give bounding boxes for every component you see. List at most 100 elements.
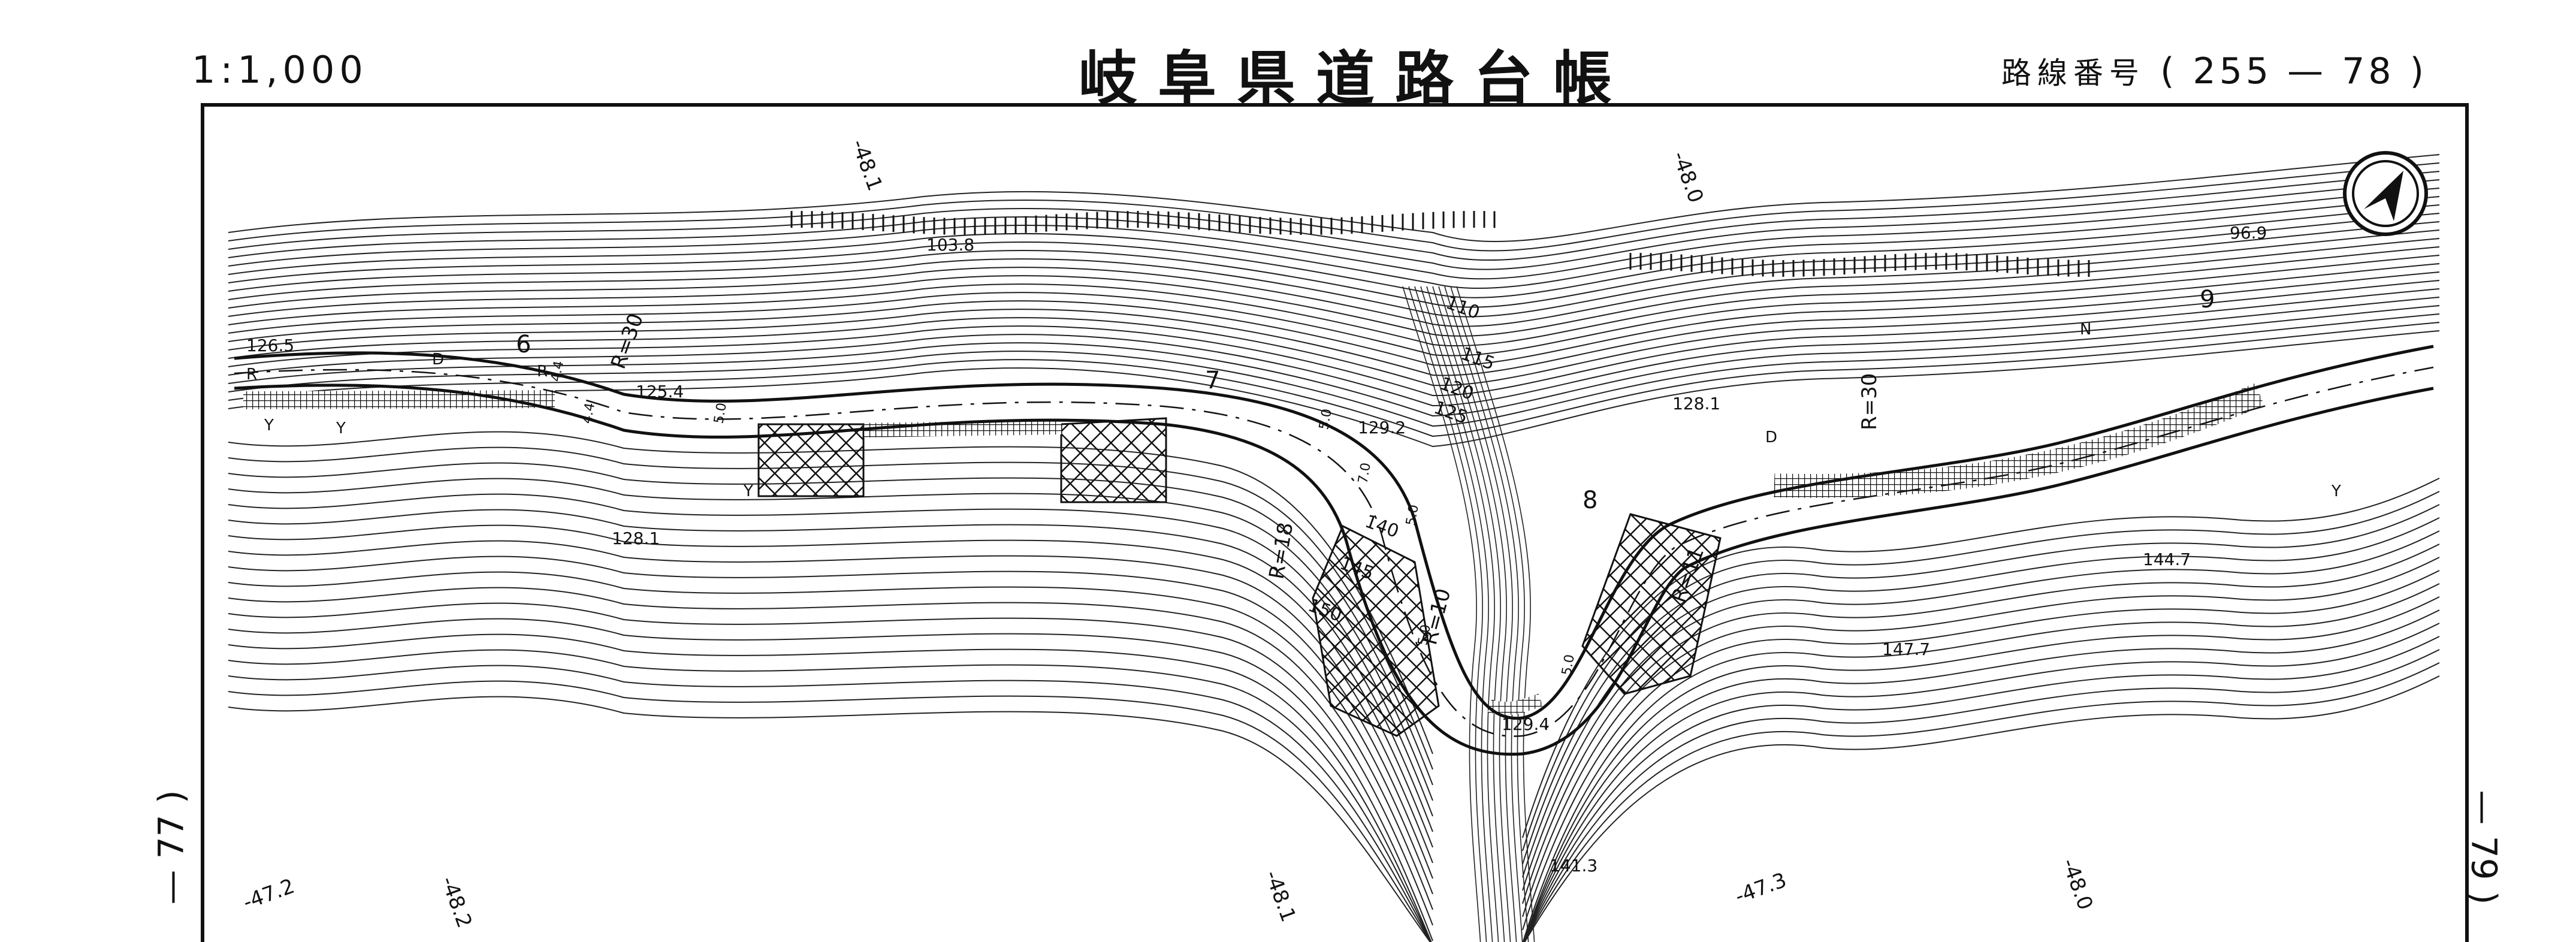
map-scale: 1:1,000 [192,48,368,92]
contour-line [228,555,1433,879]
map-frame: 6 7 8 9 -48.1 -48.0 -47.2 -48.2 -48.1 -47.3 -48.0 1… [201,103,2469,942]
width-label: 5.0 [1403,503,1422,527]
station-label: 8 [1583,487,1597,514]
contour-line [228,280,2440,387]
contour-line [1450,286,1529,942]
contour-line [1408,286,1487,942]
curve-radius-label: R=30 [1858,373,1882,430]
width-label: 4.4 [579,401,598,425]
route-number-block: 路線番号 ( 255 — 78 ) [2001,49,2427,92]
route-number-label: 路線番号 [2001,56,2145,90]
contour-line [228,188,2440,280]
elevation-label: 144.7 [2143,550,2191,569]
contour-line [228,271,2440,376]
station-label: 6 [516,331,531,358]
map-symbol-label: N [2080,321,2091,339]
contour-line [228,305,2440,417]
grid-coordinate-label: -48.2 [436,873,477,931]
adjacent-sheet-left: — 77 ) [150,790,192,905]
contour-line [228,297,2440,407]
grid-coordinate-label: -48.0 [1668,148,1708,206]
structure-hatched-areas [757,417,1722,737]
map-symbol-label: Y [2331,482,2341,500]
map-symbol-label: Y [336,419,346,437]
width-label: 5.0 [711,401,730,425]
contour-line [228,179,2440,270]
width-label: 4.4 [548,360,567,383]
station-label: 9 [2200,286,2215,313]
width-label: 5.0 [1559,653,1578,677]
map-symbol-label: R [246,366,257,384]
contour-line [228,230,2440,327]
contour-line [228,649,1432,942]
width-label: 5.0 [1415,623,1434,647]
map-annotations: 6 7 8 9 -48.1 -48.0 -47.2 -48.2 -48.1 -47.3 -48.0 1… [240,136,2341,931]
retaining-walls [243,383,2264,715]
contour-line [228,587,1433,910]
station-label: 7 [1205,367,1220,394]
elevation-label: 147.7 [1882,639,1930,659]
contour-line [1444,286,1523,942]
grid-coordinate-label: -48.0 [2057,855,2098,913]
contour-line [1522,557,2440,917]
topographic-map: 6 7 8 9 -48.1 -48.0 -47.2 -48.2 -48.1 -47.3 -48.0 1… [228,136,2440,942]
contour-line [228,263,2440,366]
curve-radius-label: R=30 [606,310,648,372]
contour-line [1456,286,1535,942]
width-label: 7.0 [1355,461,1374,485]
contour-line [228,204,2440,298]
contour-line [228,162,2440,252]
sheet-title: 岐阜県道路台帳 [1079,45,1633,113]
map-symbol-label: R [537,363,548,381]
grid-coordinate-label: -48.1 [847,136,887,194]
contour-line [1523,636,2440,942]
grid-coordinate-label: -47.2 [240,874,297,915]
contour-line [228,288,2440,397]
contour-line [228,313,2440,427]
map-symbol-label: D [1765,428,1777,446]
contour-line [1523,623,2440,942]
contour-line [1522,544,2440,904]
contour-line [1523,596,2440,942]
grid-coordinate-label: -48.1 [1260,867,1301,925]
elevation-label: 129.4 [1502,714,1550,734]
route-number-value: ( 255 — 78 ) [2160,50,2428,92]
contour-line [228,196,2440,289]
elevation-label: 126.5 [246,336,294,355]
elevation-label: 141.3 [1550,856,1597,875]
contour-line [1524,675,2440,942]
contour-line [1438,286,1517,942]
elevation-label: 128.1 [1672,394,1720,413]
contour-line [1523,649,2440,942]
map-symbol-label: Y [743,482,753,500]
contour-line [228,330,2440,448]
contour-line [1420,286,1499,942]
grid-coordinate-label: -47.3 [1732,868,1789,909]
contour-line [228,618,1433,941]
width-label: 5.0 [1316,407,1335,431]
elevation-label: 103.8 [926,235,974,255]
contour-line [1523,609,2440,942]
elevation-label: 125.4 [636,382,684,401]
contour-line [228,571,1433,895]
map-symbol-label: Y [264,416,274,434]
elevation-label: 129.2 [1358,418,1406,437]
contour-line [228,602,1433,926]
contour-line [228,431,1433,754]
contour-line [1402,286,1481,942]
curve-radius-label: R=18 [1264,521,1298,581]
contour-line [228,322,2440,437]
elevation-label: 128.1 [612,529,660,548]
contour-line [228,255,2440,357]
contour-line [228,246,2440,347]
contour-label: 115 [1458,343,1497,375]
north-arrow-icon [2343,151,2428,236]
contour-line [228,633,1432,942]
elevation-label: 96.9 [2230,223,2267,243]
contour-line [228,221,2440,318]
contour-line [228,213,2440,308]
slope-hachures [790,211,2090,277]
contour-line [1522,583,2440,942]
contour-line [228,680,1432,942]
contour-line [228,238,2440,337]
